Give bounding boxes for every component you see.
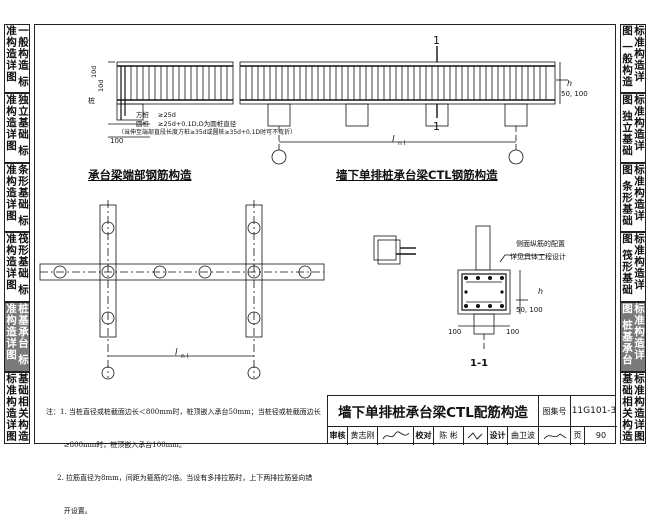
end-stirrups (130, 66, 228, 100)
right-tab-4[interactable]: 标准构造详图 桩基承台 (620, 302, 646, 372)
note-line: ≥800mm时，桩顶嵌入承台100mm。 (46, 441, 186, 449)
note-line: 注：1. 当桩直径或桩截面边长＜800mm时，桩顶嵌入承台50mm；当桩径或桩截… (46, 408, 321, 416)
anchor1-label: ≥25d (158, 111, 176, 119)
right-tab-1[interactable]: 标准构造详图 独立基础 (620, 93, 646, 163)
dim-100-left: 100 (110, 137, 123, 145)
section-pile (473, 313, 495, 335)
page-label: 页 (571, 426, 585, 445)
section-mark-top: 1 (433, 34, 440, 47)
checker-name: 陈 彬 (434, 426, 464, 445)
side-note-2: 详见具体工程设计 (510, 252, 566, 261)
left-tab-2[interactable]: 条形基础 标准构造详图 (4, 163, 30, 232)
lnl-sub-label: n l (398, 140, 406, 147)
right-tab-2[interactable]: 标准构造详图 条形基础 (620, 163, 646, 232)
drawing-frame (34, 24, 616, 444)
dim-10d-a: 10d (90, 66, 98, 78)
pile-label: 桩 (88, 96, 95, 105)
checker-signature-scribble (467, 431, 482, 440)
corner-detail (373, 235, 416, 265)
reviewer-name: 黄志刚 (348, 426, 378, 445)
review-label: 审核 (328, 426, 348, 445)
checker-signature (464, 426, 488, 445)
title-block: 墙下单排桩承台梁CTL配筋构造 图集号 11G101-3 审核 黄志刚 校对 陈… (327, 395, 617, 445)
reviewer-signature (378, 426, 414, 445)
notes-block: 注：1. 当桩直径或桩截面边长＜800mm时，桩顶嵌入承台50mm；当桩径或桩截… (46, 385, 321, 528)
fanggong-label: 方桩 (136, 110, 150, 119)
anchor2-label: ≥25d+0.1D,D为圆桩直径 (158, 119, 237, 128)
note-line: 开设置。 (46, 507, 92, 515)
plan-lnl-sub-label: n l (181, 353, 189, 360)
h-label-top: h (567, 79, 572, 88)
dim-50-100-section: 50, 100 (516, 306, 543, 314)
lnl-label: l (392, 135, 395, 145)
designer-name: 曲卫波 (508, 426, 539, 445)
wall (475, 225, 491, 271)
beam-outline (239, 61, 556, 105)
design-label: 设计 (488, 426, 508, 445)
section-mark-bottom: 1 (433, 120, 440, 133)
side-note-1: 侧面纵筋的配置 (516, 239, 565, 248)
end-pile (116, 103, 144, 121)
designer-signature-scribble (543, 432, 566, 439)
dim-50-100-top: 50, 100 (561, 90, 588, 98)
beam-elevation (239, 46, 568, 165)
beam-end-detail (108, 61, 234, 138)
drawing-canvas: 1 1 l n l 50, 100 h 桩 100 10d 10d 方桩 ≥25… (39, 34, 588, 380)
atlas-label: 图集号 (539, 396, 571, 426)
axis-bubble-1 (271, 149, 287, 165)
section-rebar-dots (464, 276, 504, 308)
h-label-section: h (538, 287, 543, 296)
caption-beam-detail: 墙下单排桩承台梁CTL钢筋构造 (336, 168, 498, 182)
anchor-note: （当伸至端部直段长度方桩≥35d或圆桩≥35d+0.1D时可不弯折） (118, 128, 296, 136)
right-tab-3[interactable]: 标准构造详图 筏形基础 (620, 232, 646, 302)
dim-10d-b: 10d (97, 80, 105, 92)
check-label: 校对 (414, 426, 434, 445)
left-tab-3[interactable]: 筏形基础 标准构造详图 (4, 232, 30, 302)
left-tab-0[interactable]: 一般构造 标准构造详图 (4, 24, 30, 93)
left-tab-1[interactable]: 独立基础 标准构造详图 (4, 93, 30, 163)
pile-1 (267, 103, 291, 127)
axis-bubble-2 (508, 149, 524, 165)
left-tab-4[interactable]: 桩基承台 标准构造详图 (4, 302, 30, 372)
section-1-1 (457, 225, 545, 352)
left-tab-5[interactable]: 基础相关构造 标准构造详图 (4, 372, 30, 444)
note-line: 2. 拉筋直径为8mm，间距为箍筋的2倍。当设有多排拉筋时，上下两排拉筋竖向错 (46, 474, 313, 482)
designer-signature (539, 426, 571, 445)
plan-lnl-label: l (175, 348, 178, 358)
page-number: 90 (595, 431, 607, 440)
right-tab-0[interactable]: 标准构造详图 一般构造 (620, 24, 646, 93)
pile-2 (345, 103, 369, 127)
drawing-title: 墙下单排桩承台梁CTL配筋构造 (328, 396, 539, 426)
atlas-number: 11G101-3 (571, 406, 617, 416)
beam-stirrups (245, 66, 547, 100)
end-beam-outline (116, 61, 234, 105)
dim-100-section-right: 100 (506, 328, 519, 336)
section-title: 1-1 (470, 358, 488, 369)
reviewer-signature-scribble (382, 430, 409, 439)
plan-view (39, 200, 325, 380)
right-tab-5[interactable]: 标准构造详图 基础相关构造 (620, 372, 646, 444)
pile-4 (504, 103, 528, 127)
caption-end-detail: 承台梁端部钢筋构造 (88, 168, 192, 182)
yuangong-label: 圆桩 (136, 119, 150, 128)
dim-100-section-left: 100 (448, 328, 461, 336)
